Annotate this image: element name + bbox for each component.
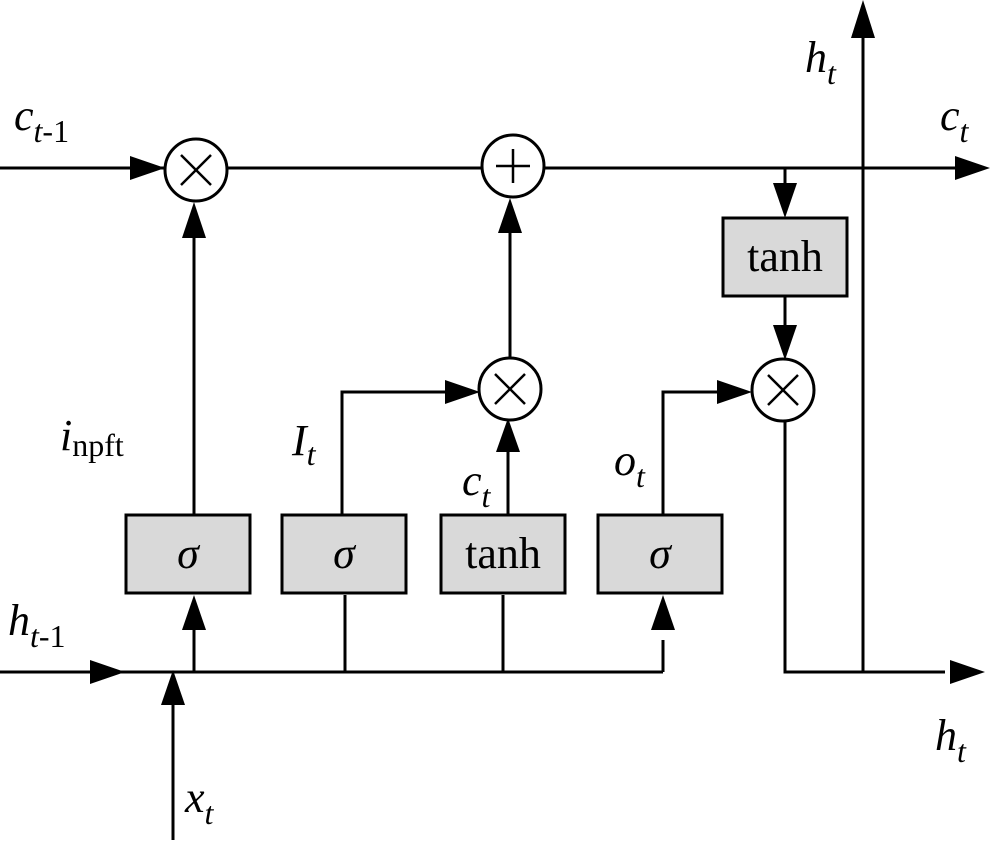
arrow-output-box — [651, 595, 675, 630]
input-gate-line — [340, 390, 455, 515]
h-top-label: ht — [805, 33, 837, 91]
arrow-cell-out — [955, 156, 990, 180]
arrow-hidden-out — [950, 660, 985, 684]
cell-tanh-box: tanh — [721, 216, 849, 298]
candidate-tanh-box: tanh — [439, 513, 567, 595]
c-prev-label: ct-1 — [14, 91, 69, 149]
candidate-tanh-label: tanh — [465, 529, 541, 578]
arrow-tanh-in — [773, 183, 797, 218]
output-gate-line — [661, 390, 727, 515]
mult2-operator — [477, 356, 543, 422]
mult3-operator — [750, 357, 816, 423]
x-input-label: xt — [184, 773, 215, 831]
cell-tanh-label: tanh — [747, 232, 823, 281]
c-out-label: ct — [940, 91, 970, 149]
arrow-forget-box — [182, 595, 206, 630]
i-gate-label: inpft — [60, 411, 124, 463]
o-gate-label: ot — [614, 436, 646, 494]
forget-gate-box: σ — [124, 513, 252, 595]
arrow-mult1-in — [182, 202, 206, 238]
output-gate-box: σ — [596, 513, 724, 595]
hidden-out-line — [783, 420, 945, 674]
input-gate-symbol: σ — [333, 529, 357, 578]
arrow-mult3-left — [717, 380, 752, 404]
I-gate-label: It — [291, 416, 317, 472]
arrow-mult2-left — [445, 380, 480, 404]
forget-gate-symbol: σ — [177, 529, 201, 578]
input-gate-box: σ — [280, 513, 408, 595]
add-operator — [480, 133, 546, 199]
h-out-label: ht — [935, 711, 967, 769]
arrow-add-in — [498, 198, 522, 233]
c-cand-label: ct — [462, 456, 492, 514]
h-prev-label: ht-1 — [8, 596, 66, 654]
arrow-into-mult1 — [130, 156, 165, 180]
output-gate-symbol: σ — [649, 529, 673, 578]
mult1-operator — [163, 137, 229, 203]
arrow-mult2-bottom — [496, 418, 520, 452]
arrow-x-input — [161, 670, 185, 705]
arrow-hidden-up — [851, 0, 875, 38]
arrow-hidden-in — [90, 660, 125, 684]
arrow-mult3-top — [773, 325, 797, 360]
